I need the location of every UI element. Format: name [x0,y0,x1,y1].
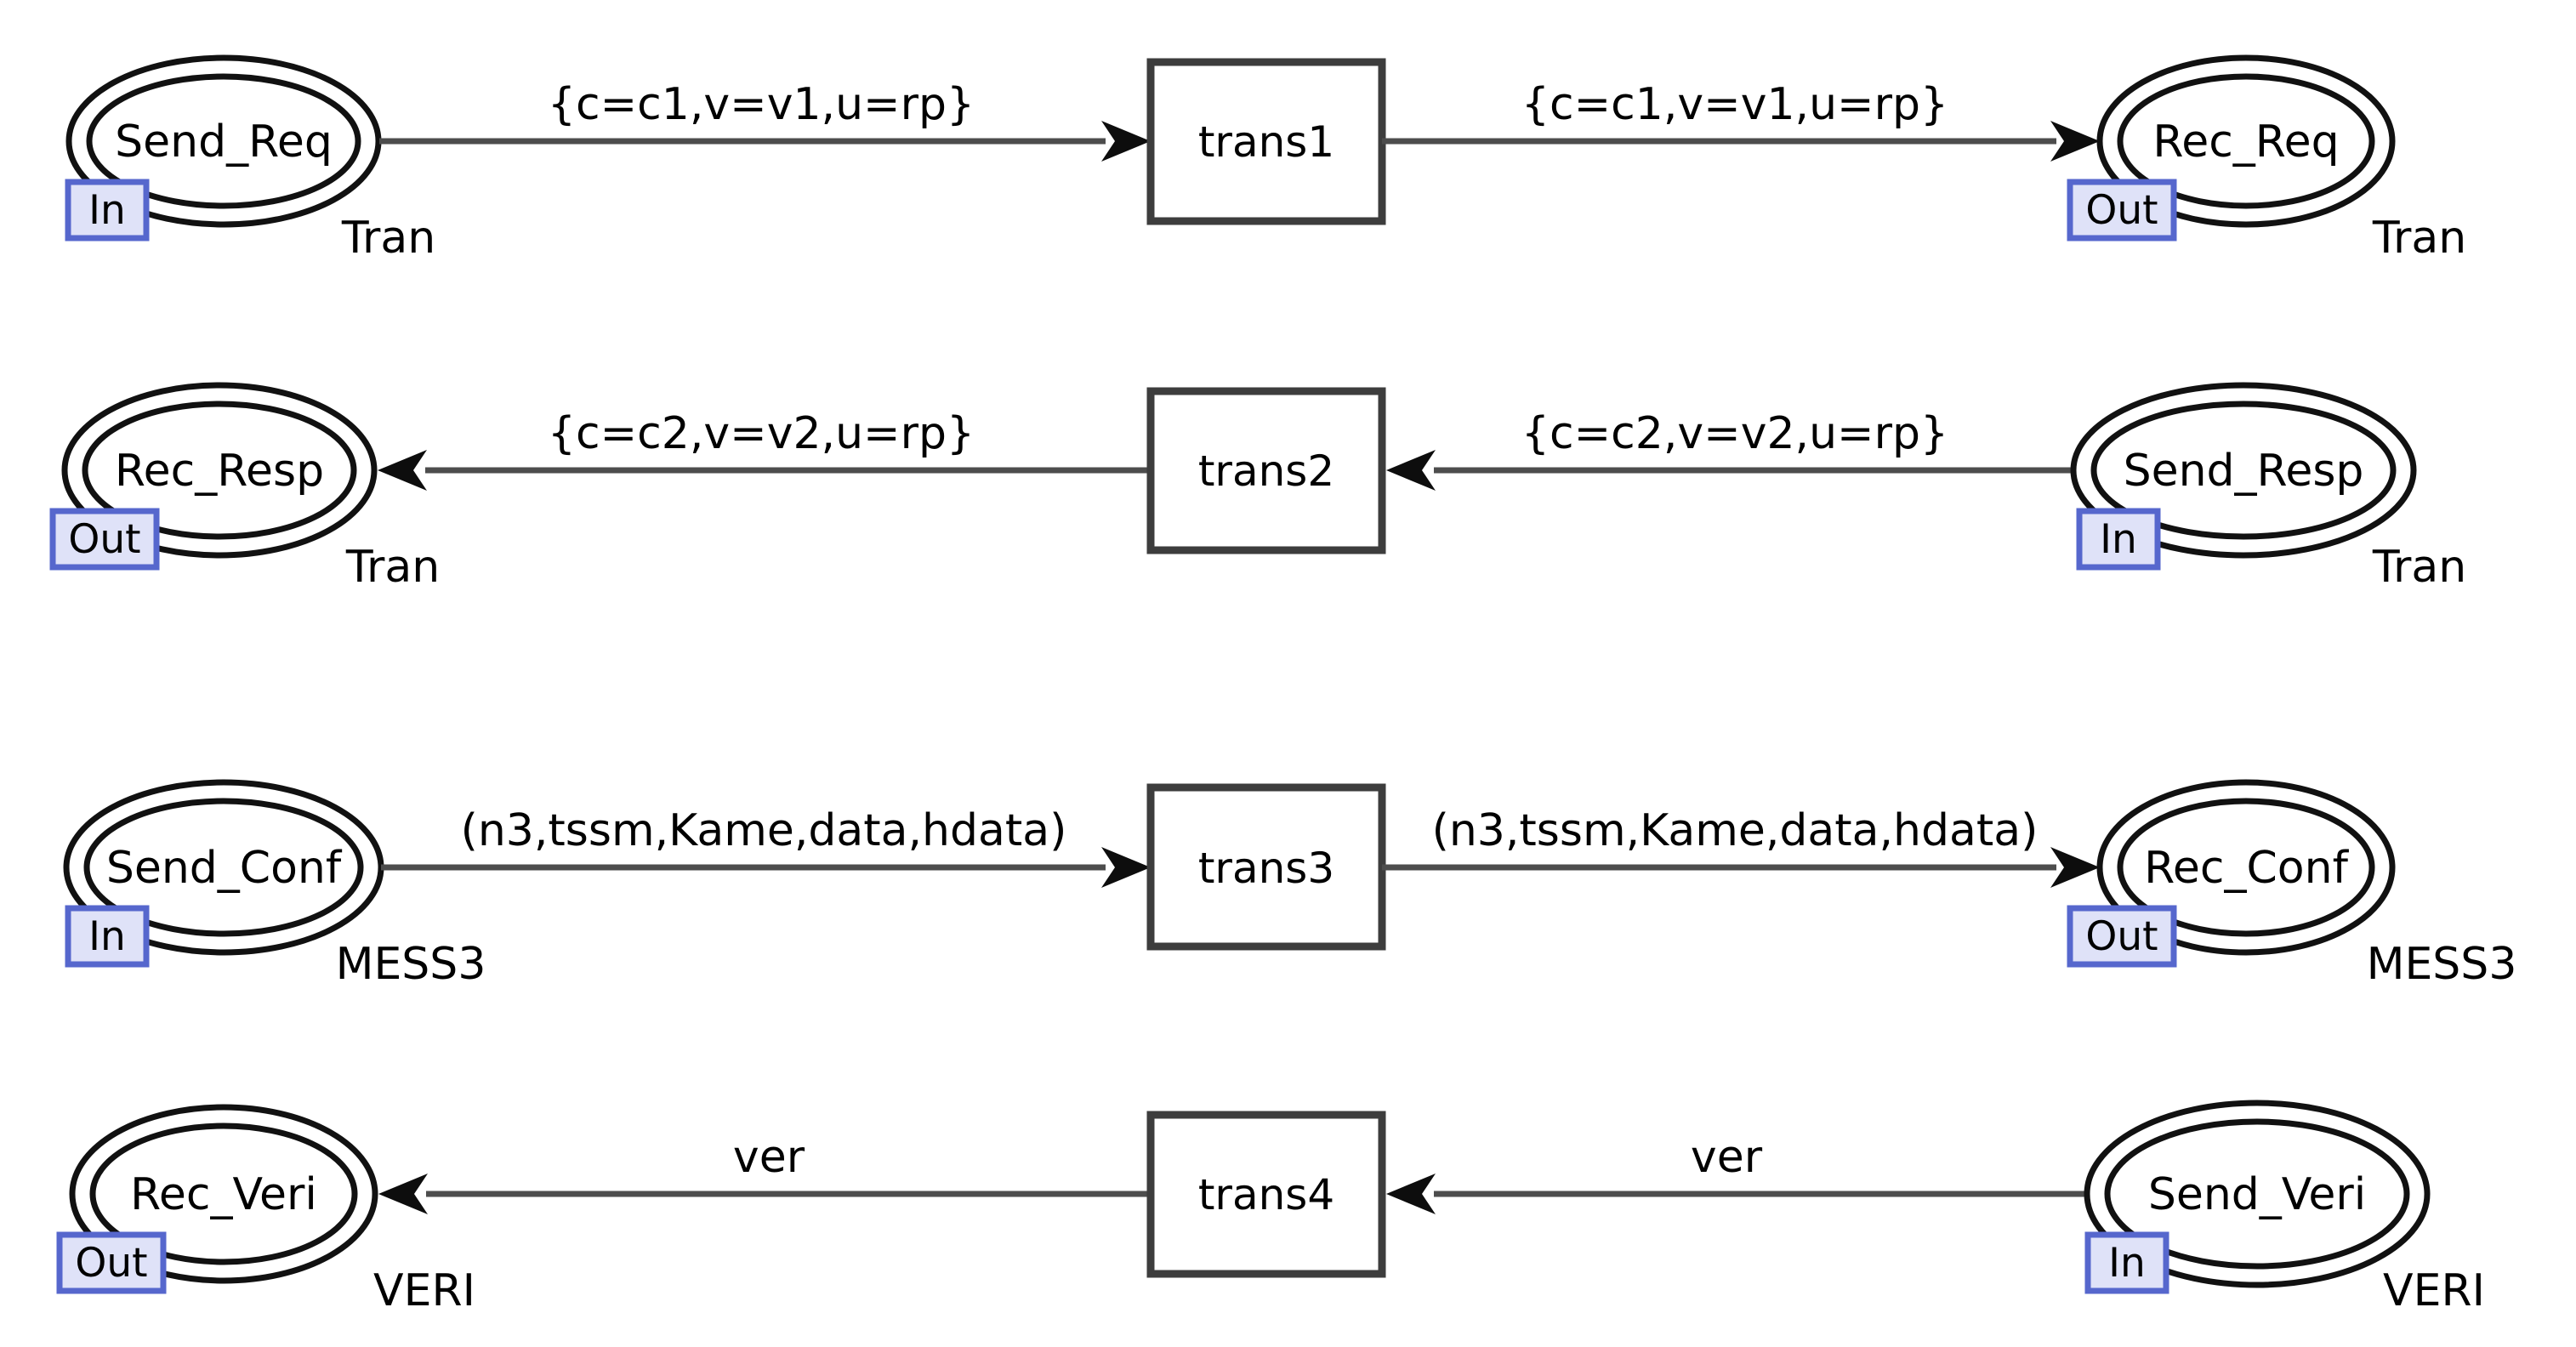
place-name[interactable]: Send_Conf [106,843,343,894]
port-badge-label[interactable]: Out [68,516,140,563]
port-badge-label[interactable]: Out [2085,187,2158,234]
port-badge[interactable] [2067,179,2177,242]
arc-left[interactable]: ver [378,1132,1151,1214]
net-row-4: Rec_Veri Out VERI ver trans4 ver Send_Ve… [56,1100,2485,1316]
port-badge[interactable] [2084,1231,2169,1294]
net-row-2: Rec_Resp Out Tran {c=c2,v=v2,u=rp} trans… [49,382,2466,593]
port-badge-label[interactable]: In [88,913,126,960]
transition-name[interactable]: trans4 [1198,1170,1334,1219]
arc-right[interactable]: (n3,tssm,Kame,data,hdata) [1382,805,2100,888]
arc-inscription[interactable]: {c=c1,v=v1,u=rp} [1521,79,1948,130]
place-send-conf[interactable]: Send_Conf In MESS3 [63,779,486,990]
port-badge-label[interactable]: In [2100,516,2137,563]
net-row-1: Send_Req In Tran {c=c1,v=v1,u=rp} trans1… [65,54,2466,264]
transition-trans1[interactable]: trans1 [1146,58,1386,225]
arc-arrowhead-left[interactable] [378,1174,428,1214]
place-rec-req[interactable]: Rec_Req Out Tran [2067,54,2466,264]
arc-arrowhead-left[interactable] [378,450,427,491]
colorset-label[interactable]: Tran [2372,213,2466,264]
transition-box[interactable] [1146,1111,1386,1278]
arc-inscription[interactable]: (n3,tssm,Kame,data,hdata) [461,805,1067,856]
colorset-label[interactable]: Tran [341,213,435,264]
transition-box[interactable] [1146,387,1386,554]
place-name[interactable]: Rec_Conf [2144,843,2349,894]
colorset-label[interactable]: VERI [2383,1265,2485,1316]
place-send-veri[interactable]: Send_Veri In VERI [2084,1100,2485,1316]
arc-left[interactable]: {c=c1,v=v1,u=rp} [379,79,1151,162]
place-send-resp[interactable]: Send_Resp In Tran [2070,382,2466,593]
place-name[interactable]: Send_Req [115,117,333,168]
colorset-label[interactable]: Tran [2372,542,2466,593]
arc-arrowhead-right[interactable] [1101,847,1151,888]
colorset-label[interactable]: MESS3 [2367,939,2517,990]
arc-arrowhead-left[interactable] [1386,450,1436,491]
transition-box[interactable] [1146,783,1386,951]
place-ellipse-inner [86,73,361,209]
arc-right[interactable]: ver [1386,1132,2087,1214]
arc-arrowhead-right[interactable] [2050,847,2100,888]
port-badge[interactable] [2076,508,2161,571]
place-rec-resp[interactable]: Rec_Resp Out Tran [49,382,440,593]
arc-arrowhead-left[interactable] [1386,1174,1436,1214]
transition-name[interactable]: trans3 [1198,844,1334,893]
arc-inscription[interactable]: {c=c2,v=v2,u=rp} [1521,408,1948,459]
port-badge[interactable] [49,508,160,571]
place-name[interactable]: Rec_Req [2152,117,2339,168]
place-name[interactable]: Send_Veri [2148,1169,2366,1220]
place-name[interactable]: Send_Resp [2124,446,2364,497]
arc-inscription[interactable]: ver [733,1132,805,1183]
transition-box[interactable] [1146,58,1386,225]
place-ellipse-inner [82,401,357,540]
place-send-req[interactable]: Send_Req In Tran [65,54,435,264]
place-name[interactable]: Rec_Veri [130,1169,317,1220]
place-ellipse-inner [2117,798,2375,937]
place-ellipse-outer[interactable] [2084,1100,2431,1288]
arc-inscription[interactable]: (n3,tssm,Kame,data,hdata) [1432,805,2039,856]
place-rec-veri[interactable]: Rec_Veri Out VERI [56,1104,475,1316]
port-badge[interactable] [2067,905,2177,968]
arc-arrowhead-right[interactable] [2050,121,2100,162]
colorset-label[interactable]: Tran [345,542,440,593]
transition-name[interactable]: trans1 [1198,117,1334,167]
transition-trans3[interactable]: trans3 [1146,783,1386,951]
arc-inscription[interactable]: {c=c2,v=v2,u=rp} [548,408,975,459]
port-badge[interactable] [56,1231,167,1294]
port-badge[interactable] [65,905,150,968]
colorset-label[interactable]: MESS3 [336,939,486,990]
port-badge-label[interactable]: Out [2085,913,2158,960]
transition-trans2[interactable]: trans2 [1146,387,1386,554]
port-badge-label[interactable]: In [88,187,126,234]
arc-arrowhead-right[interactable] [1101,121,1151,162]
port-badge-label[interactable]: Out [75,1240,147,1287]
port-badge[interactable] [65,179,150,242]
arc-left[interactable]: {c=c2,v=v2,u=rp} [378,408,1151,491]
place-rec-conf[interactable]: Rec_Conf Out MESS3 [2067,779,2517,990]
place-ellipse-inner [2117,73,2375,209]
port-badge-label[interactable]: In [2108,1240,2146,1287]
colorset-label[interactable]: VERI [373,1265,475,1316]
arc-right[interactable]: {c=c2,v=v2,u=rp} [1386,408,2073,491]
arc-inscription[interactable]: ver [1691,1132,1763,1183]
place-ellipse-inner [2104,1118,2410,1270]
arc-inscription[interactable]: {c=c1,v=v1,u=rp} [548,79,975,130]
net-row-3: Send_Conf In MESS3 (n3,tssm,Kame,data,hd… [63,779,2517,990]
arc-right[interactable]: {c=c1,v=v1,u=rp} [1382,79,2100,162]
place-name[interactable]: Rec_Resp [115,446,324,497]
arc-left[interactable]: (n3,tssm,Kame,data,hdata) [381,805,1151,888]
place-ellipse-inner [89,1122,358,1265]
place-ellipse-inner [83,798,364,937]
transition-trans4[interactable]: trans4 [1146,1111,1386,1278]
transition-name[interactable]: trans2 [1198,446,1334,496]
place-ellipse-inner [2090,401,2397,540]
